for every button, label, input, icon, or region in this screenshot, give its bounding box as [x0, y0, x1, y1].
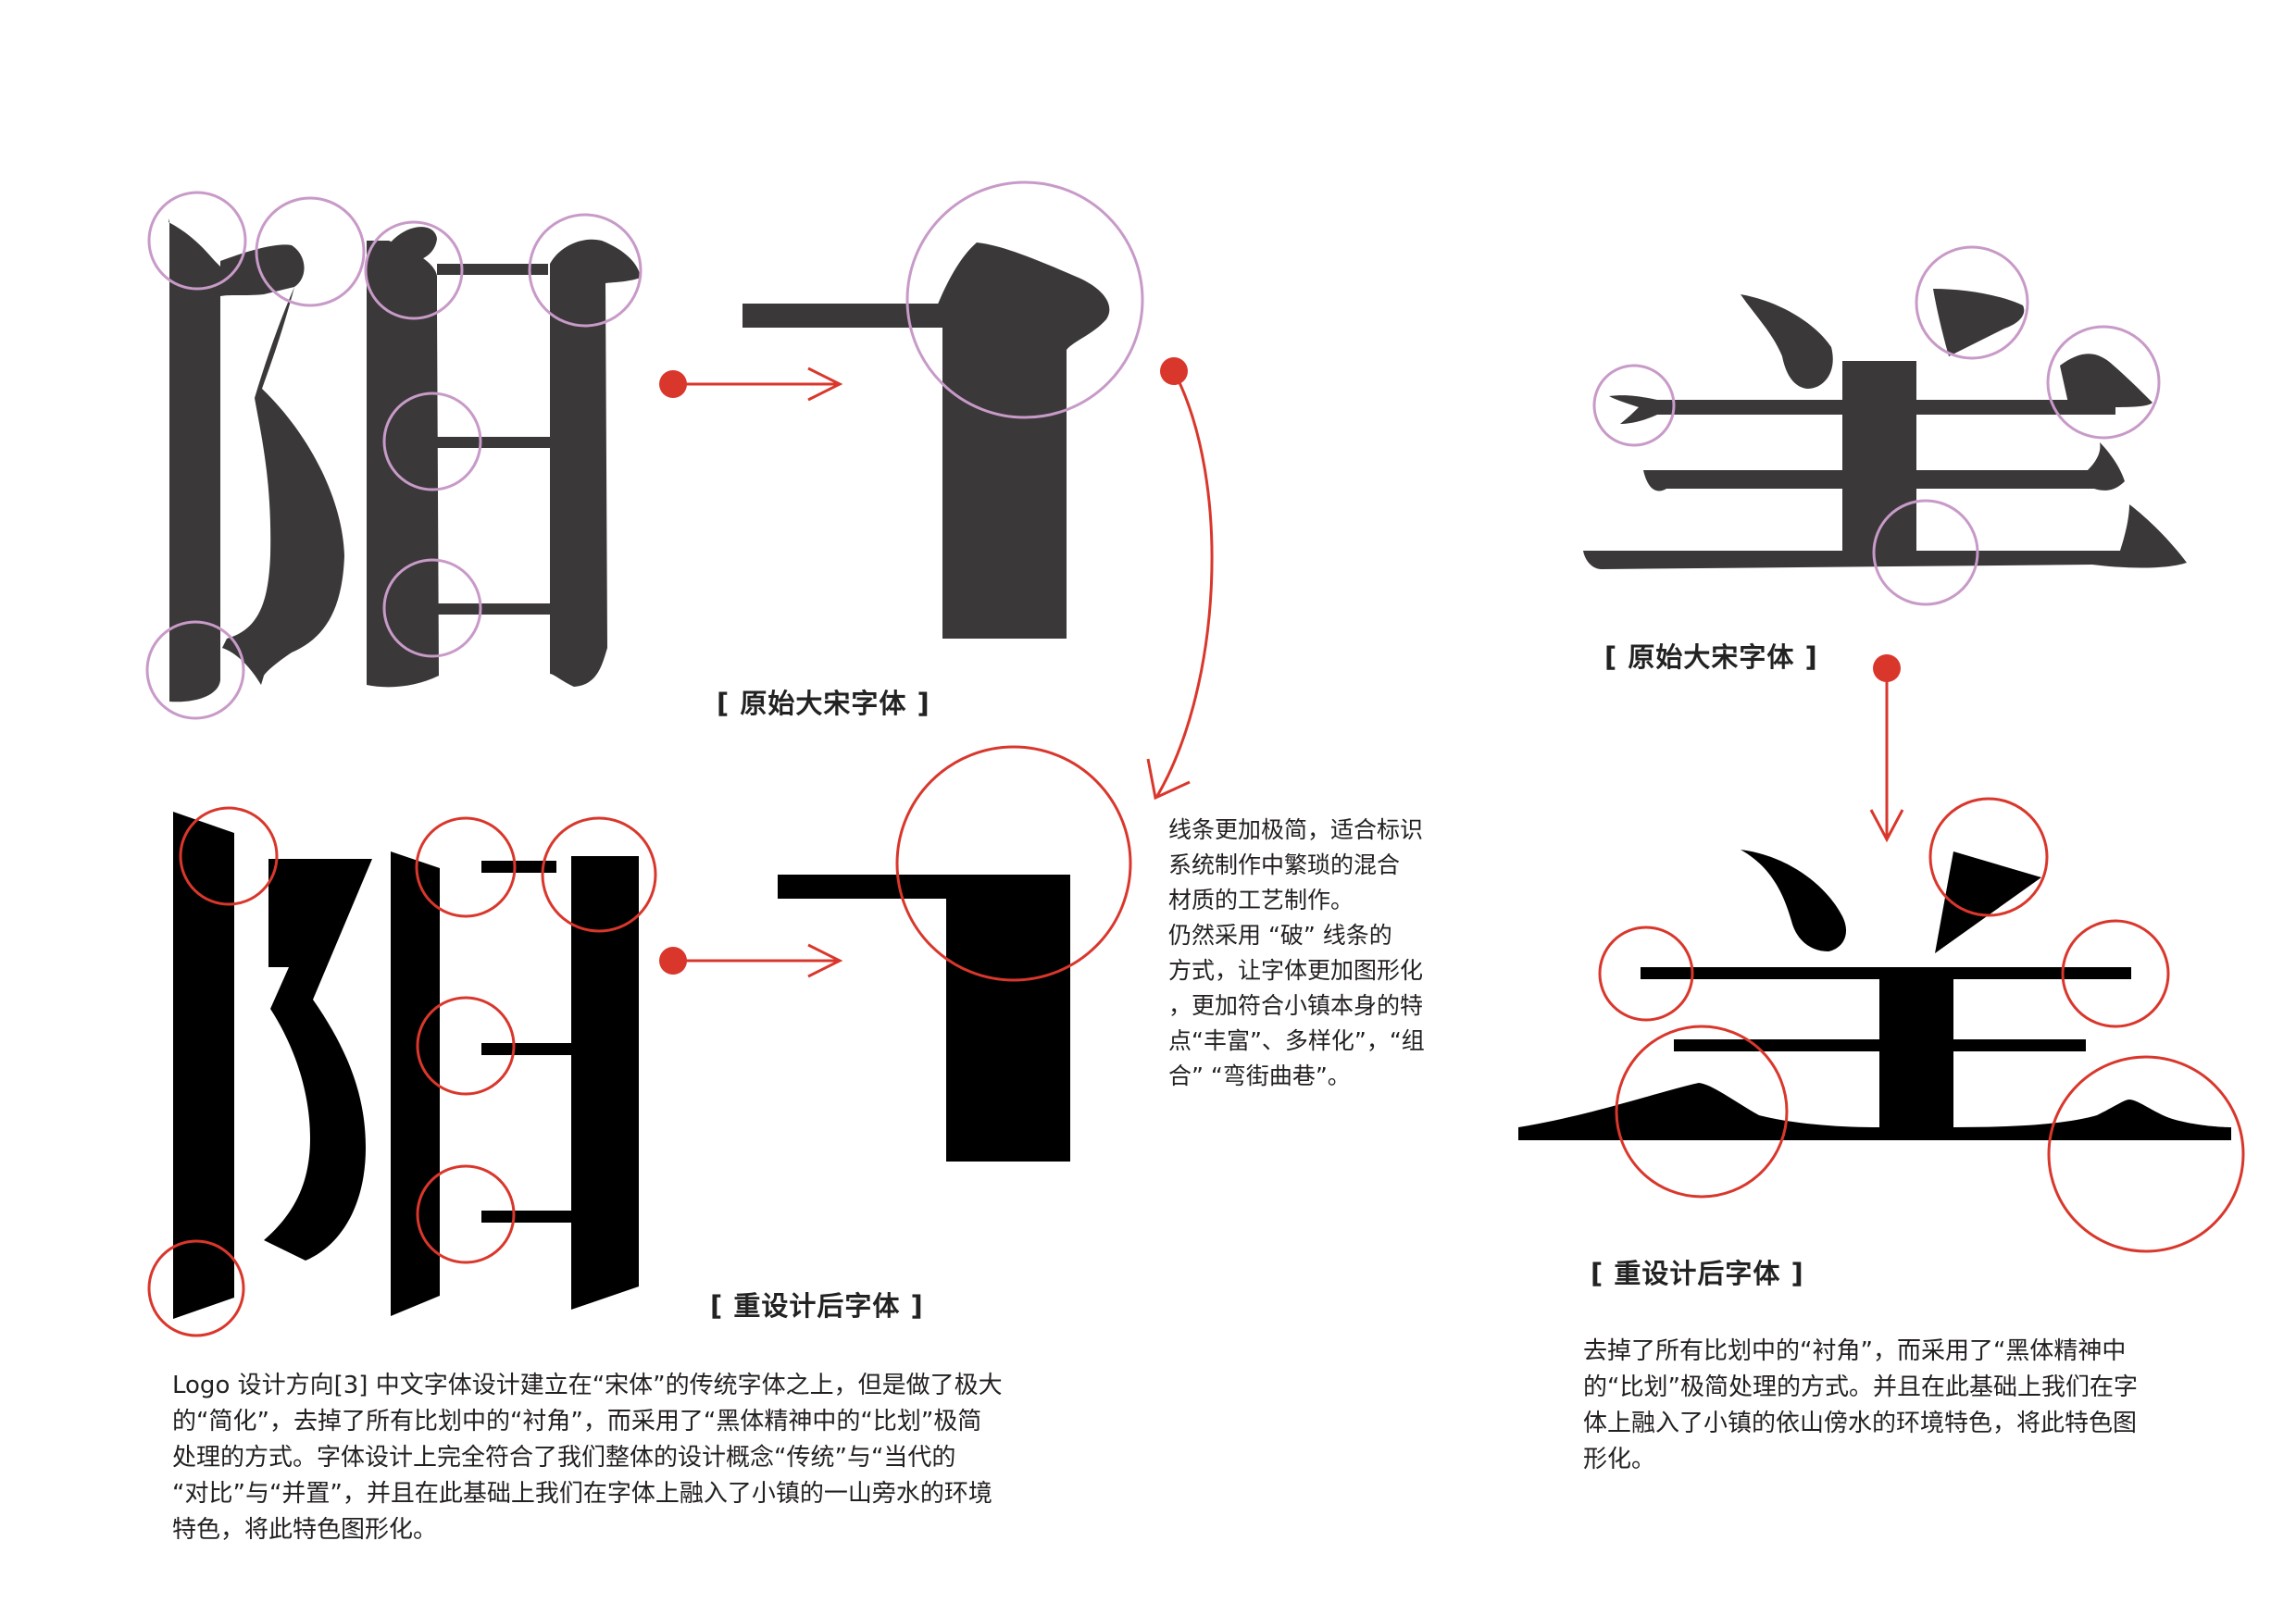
redesigned-callouts-left: [147, 745, 1132, 1337]
side-note: 线条更加极简，适合标识 系统制作中繁琐的混合 材质的工艺制作。 仍然采用 “破”…: [1168, 813, 1425, 1094]
left-description-line: 处理的方式。字体设计上完全符合了我们整体的设计概念“传统”与“当代的: [172, 1444, 956, 1472]
redesigned-callouts-right: [1598, 797, 2245, 1253]
side-note-line: 仍然采用 “破” 线条的: [1168, 922, 1392, 949]
right-description: 去掉了所有比划中的“衬角”，而采用了“黑体精神中 的“比划”极简处理的方式。并且…: [1583, 1334, 2138, 1478]
original-zu-glyph: [168, 218, 641, 702]
side-note-line: 方式，让字体更加图形化: [1168, 957, 1424, 984]
left-description-line: “对比”与“并置”，并且在此基础上我们在字体上融入了小镇的一山旁水的环境: [172, 1480, 992, 1508]
arrow-original-to-detail: [659, 367, 843, 402]
original-right-glyph: [1583, 289, 2187, 569]
left-description-line: Logo 设计方向[3] 中文字体设计建立在“宋体”的传统字体之上，但是做了极大: [172, 1372, 1003, 1399]
side-note-line: ，更加符合小镇本身的特: [1168, 992, 1424, 1019]
caption-left-original: [ 原始大宋字体 ]: [717, 688, 930, 719]
caption-right-original: [ 原始大宋字体 ]: [1604, 641, 1818, 673]
side-note-line: 合” “弯街曲巷”。: [1168, 1062, 1351, 1089]
redesigned-zu-glyph: [173, 812, 639, 1319]
side-note-line: 点“丰富”、多样化”，“组: [1168, 1027, 1425, 1054]
left-description-line: 的“简化”，去掉了所有比划中的“衬角”，而采用了“黑体精神中的“比划”极简: [172, 1408, 982, 1435]
original-callouts-left: [145, 180, 1144, 720]
right-description-line: 的“比划”极简处理的方式。并且在此基础上我们在字: [1583, 1373, 2138, 1401]
original-stroke-detail: [742, 242, 1110, 639]
side-note-line: 系统制作中繁琐的混合: [1168, 851, 1401, 878]
redesigned-right-glyph: [1518, 850, 2231, 1140]
side-note-line: 线条更加极简，适合标识: [1168, 816, 1424, 843]
redesigned-stroke-detail: [778, 875, 1070, 1162]
right-description-line: 去掉了所有比划中的“衬角”，而采用了“黑体精神中: [1583, 1337, 2127, 1365]
original-callouts-right: [1592, 245, 2161, 606]
caption-left-redesigned: [ 重设计后字体 ]: [710, 1290, 924, 1322]
side-note-line: 材质的工艺制作。: [1168, 887, 1354, 913]
left-description-line: 特色，将此特色图形化。: [172, 1516, 438, 1544]
caption-right-redesigned: [ 重设计后字体 ]: [1591, 1258, 1804, 1289]
arrow-right-down: [1869, 654, 1904, 843]
curved-arrow-to-note: [1146, 357, 1214, 801]
arrow-redesign-to-detail: [659, 943, 843, 978]
right-description-line: 形化。: [1583, 1446, 1656, 1473]
left-description: Logo 设计方向[3] 中文字体设计建立在“宋体”的传统字体之上，但是做了极大…: [172, 1368, 1003, 1548]
right-description-line: 体上融入了小镇的依山傍水的环境特色，将此特色图: [1583, 1410, 2138, 1437]
